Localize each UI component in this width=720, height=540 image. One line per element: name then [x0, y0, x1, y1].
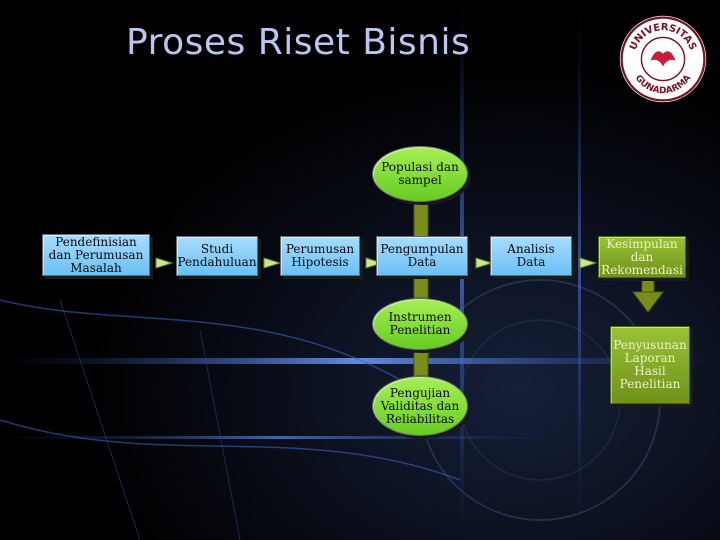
connector-instrumen-bottom [413, 347, 429, 377]
node-pendefinisian: Pendefinisian dan Perumusan Masalah [42, 234, 150, 276]
page-title: Proses Riset Bisnis [126, 22, 471, 63]
node-populasi-sampel: Populasi dan sampel [372, 146, 468, 202]
connector-kesimpulan [641, 279, 655, 293]
node-penyusunan-laporan: Penyusunan Laporan Hasil Penelitian [610, 326, 690, 404]
connector-instrumen-top [413, 275, 429, 299]
arrow-3 [365, 257, 384, 269]
vertical-connectors [413, 199, 655, 377]
node-pengujian-validitas: Pengujian Validitas dan Reliabilitas [372, 376, 468, 436]
node-studi-pendahuluan: Studi Pendahuluan [176, 236, 258, 276]
connector-populasi [413, 199, 429, 239]
node-pengumpulan-data: Pengumpulan Data [376, 236, 468, 276]
horizontal-arrows [155, 257, 598, 269]
arrow-5 [579, 257, 598, 269]
node-perumusan-hipotesis: Perumusan Hipotesis [280, 236, 360, 276]
arrow-down-penyusunan [632, 291, 664, 313]
arrow-2 [263, 257, 282, 269]
node-instrumen-penelitian: Instrumen Penelitian [372, 298, 468, 350]
arrow-4 [475, 257, 494, 269]
arrow-1 [155, 257, 174, 269]
node-analisis-data: Analisis Data [490, 236, 572, 276]
node-kesimpulan: Kesimpulan dan Rekomendasi [598, 236, 686, 278]
university-logo-icon: UNIVERSITAS GUNADARMA [619, 15, 707, 103]
